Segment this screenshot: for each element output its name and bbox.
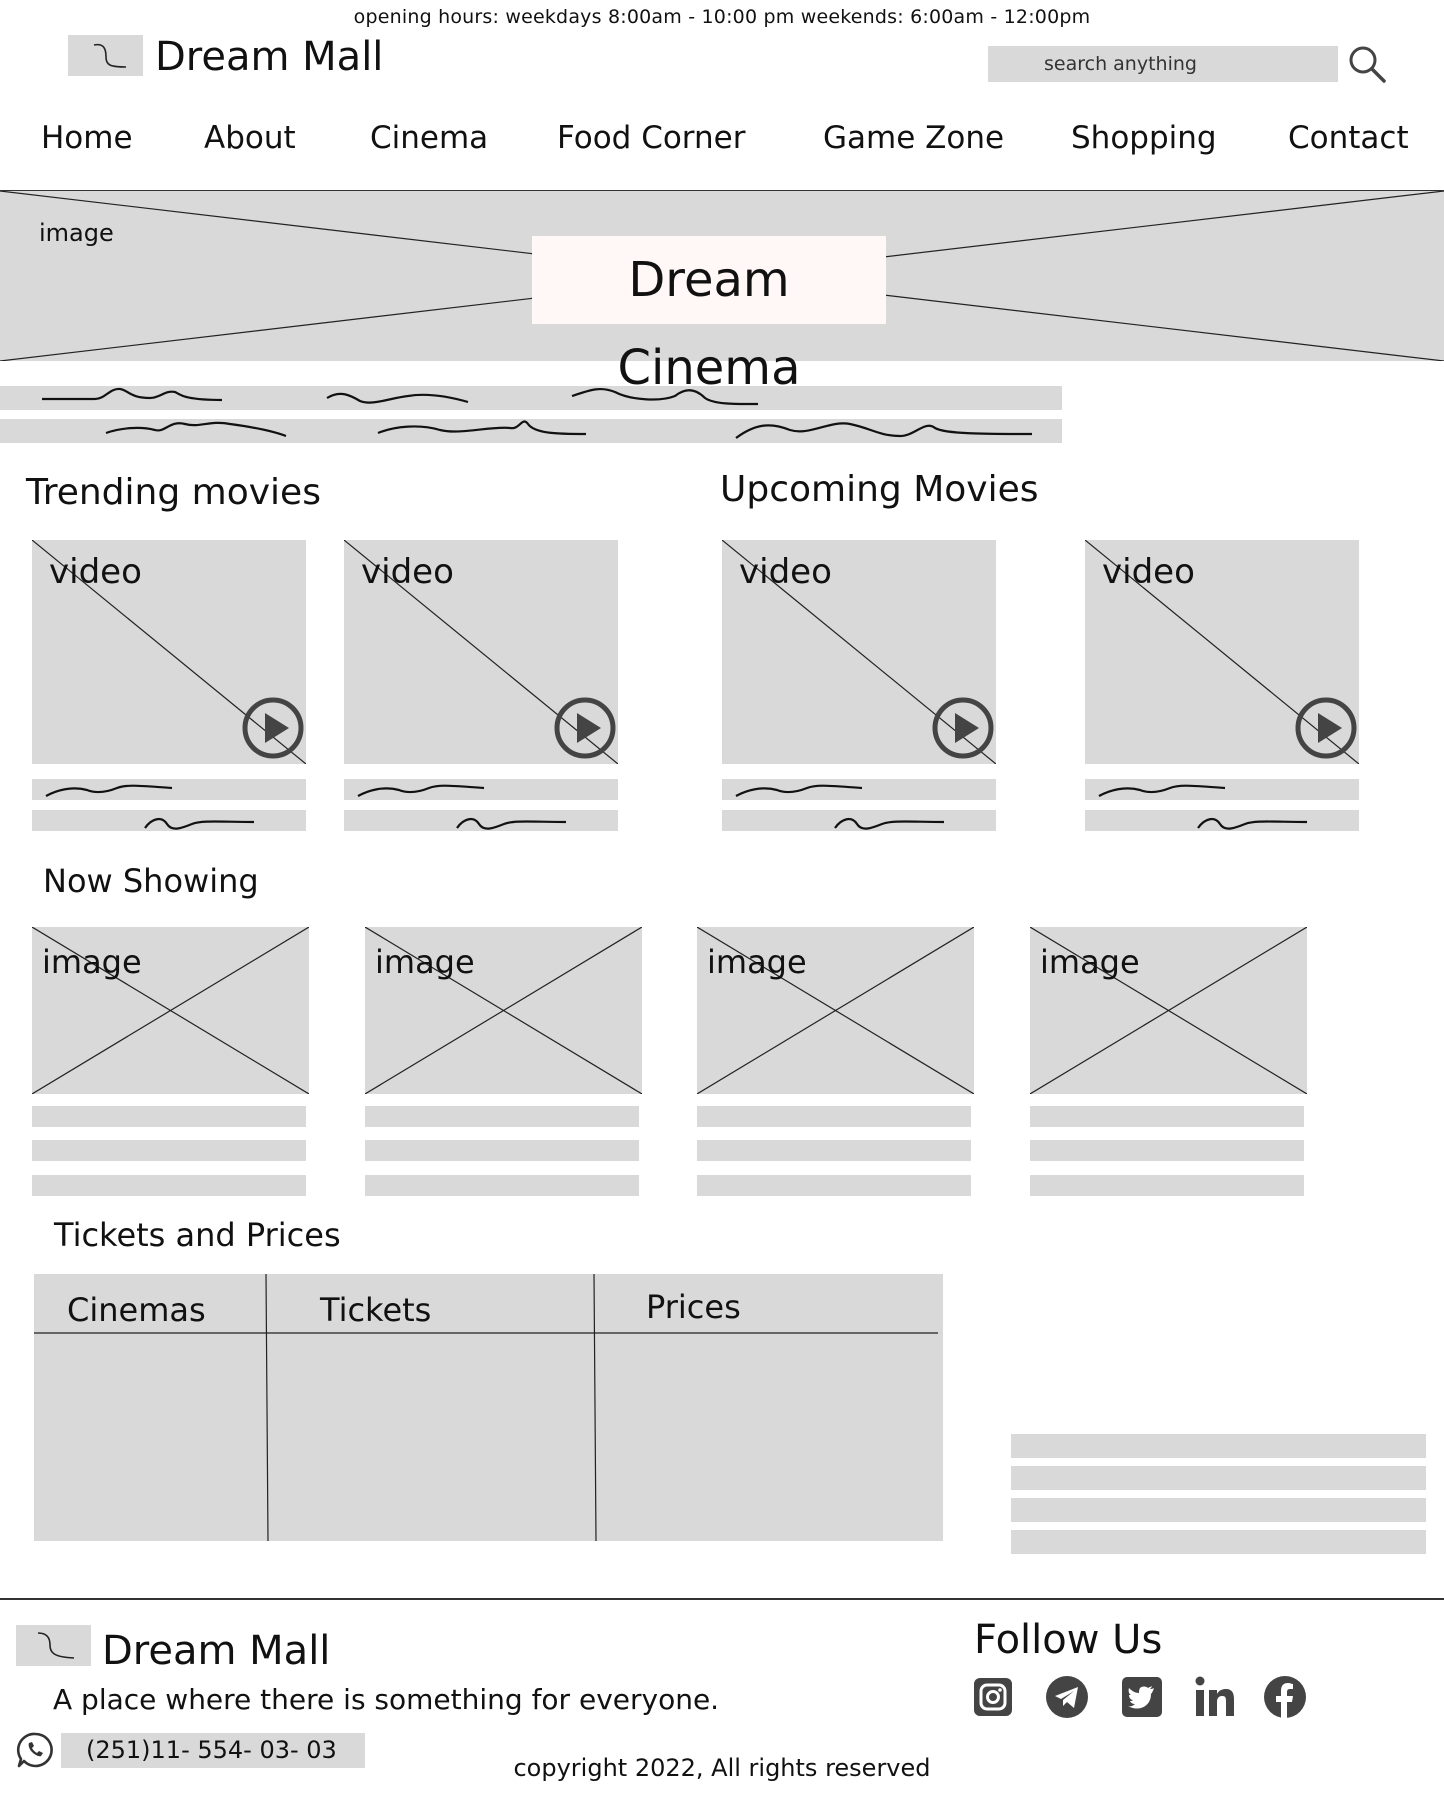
now-showing-card[interactable]: image (1030, 927, 1307, 1094)
video-label: video (361, 552, 454, 592)
text-placeholder-line (1085, 779, 1359, 800)
video-label: video (49, 552, 142, 592)
logo[interactable] (68, 35, 143, 76)
text-placeholder-line (1085, 810, 1359, 831)
text-placeholder-line (344, 779, 618, 800)
hero-title: Dream Cinema (532, 236, 886, 396)
now-showing-card[interactable]: image (697, 927, 974, 1094)
text-placeholder-line (0, 386, 1062, 410)
play-icon[interactable] (554, 697, 616, 759)
text-placeholder-line (1011, 1498, 1426, 1522)
opening-hours: opening hours: weekdays 8:00am - 10:00 p… (353, 6, 1091, 28)
nav-cinema[interactable]: Cinema (370, 120, 489, 156)
text-placeholder-line (1030, 1140, 1304, 1161)
text-placeholder-line (722, 810, 996, 831)
image-placeholder-cross (1030, 927, 1307, 1094)
instagram-icon[interactable] (971, 1675, 1015, 1719)
now-showing-card[interactable]: image (32, 927, 309, 1094)
play-icon[interactable] (242, 697, 304, 759)
trending-heading: Trending movies (26, 472, 321, 513)
image-placeholder-cross (365, 927, 642, 1094)
video-placeholder-line (722, 540, 996, 764)
trending-video-card[interactable]: video (344, 540, 618, 764)
text-placeholder-line (32, 810, 306, 831)
text-placeholder-line (1030, 1175, 1304, 1196)
text-placeholder-line (365, 1140, 639, 1161)
video-label: video (739, 552, 832, 592)
tickets-heading: Tickets and Prices (54, 1216, 341, 1254)
text-placeholder-line (365, 1106, 639, 1127)
copyright-text: copyright 2022, All rights reserved (513, 1754, 931, 1782)
column-header-cinemas: Cinemas (67, 1291, 206, 1329)
text-placeholder-line (722, 779, 996, 800)
search-icon[interactable] (1347, 44, 1387, 84)
linkedin-icon[interactable] (1193, 1675, 1237, 1719)
image-placeholder-cross (697, 927, 974, 1094)
text-placeholder-line (365, 1175, 639, 1196)
text-placeholder-line (344, 810, 618, 831)
logo-icon (93, 43, 127, 68)
follow-us-heading: Follow Us (974, 1617, 1163, 1663)
nav-contact[interactable]: Contact (1288, 120, 1409, 156)
hero-image-label: image (39, 219, 114, 247)
nav-food-corner[interactable]: Food Corner (557, 120, 746, 156)
whatsapp-icon[interactable] (16, 1731, 54, 1769)
image-placeholder-cross (32, 927, 309, 1094)
logo-icon (37, 1632, 75, 1659)
text-placeholder-line (697, 1175, 971, 1196)
tickets-table: Cinemas Tickets Prices (34, 1274, 943, 1541)
trending-video-card[interactable]: video (32, 540, 306, 764)
video-placeholder-line (32, 540, 306, 764)
column-header-tickets: Tickets (320, 1291, 432, 1329)
nav-about[interactable]: About (204, 120, 296, 156)
facebook-icon[interactable] (1263, 1675, 1307, 1719)
footer-brand-name: Dream Mall (102, 1628, 331, 1674)
nav-divider (0, 190, 1444, 192)
text-placeholder-line (32, 1175, 306, 1196)
video-placeholder-line (1085, 540, 1359, 764)
text-placeholder-line (32, 1106, 306, 1127)
twitter-icon[interactable] (1120, 1675, 1164, 1719)
text-placeholder-line (1011, 1466, 1426, 1490)
text-placeholder-line (32, 779, 306, 800)
text-placeholder-line (1030, 1106, 1304, 1127)
now-showing-heading: Now Showing (43, 862, 259, 900)
now-showing-card[interactable]: image (365, 927, 642, 1094)
text-placeholder-line (697, 1140, 971, 1161)
image-label: image (375, 943, 475, 981)
image-label: image (42, 943, 142, 981)
text-placeholder-line (697, 1106, 971, 1127)
footer-divider (0, 1598, 1444, 1600)
play-icon[interactable] (1295, 697, 1357, 759)
text-placeholder-line (1011, 1530, 1426, 1554)
squiggle-text (45, 784, 1308, 830)
video-placeholder-line (344, 540, 618, 764)
table-grid-lines (34, 1274, 938, 1541)
text-placeholder-line (32, 1140, 306, 1161)
video-label: video (1102, 552, 1195, 592)
upcoming-video-card[interactable]: video (722, 540, 996, 764)
upcoming-heading: Upcoming Movies (720, 469, 1039, 510)
image-label: image (707, 943, 807, 981)
play-icon[interactable] (932, 697, 994, 759)
telegram-icon[interactable] (1045, 1675, 1089, 1719)
nav-home[interactable]: Home (41, 120, 133, 156)
phone-number[interactable]: (251)11- 554- 03- 03 (61, 1733, 365, 1768)
column-header-prices: Prices (646, 1288, 741, 1326)
text-placeholder-line (1011, 1434, 1426, 1458)
image-label: image (1040, 943, 1140, 981)
footer-logo[interactable] (16, 1625, 91, 1666)
search-input[interactable] (988, 46, 1338, 82)
brand-name: Dream Mall (155, 34, 384, 80)
footer-tagline: A place where there is something for eve… (53, 1683, 720, 1716)
upcoming-video-card[interactable]: video (1085, 540, 1359, 764)
squiggle-text (42, 387, 1033, 439)
nav-game-zone[interactable]: Game Zone (823, 120, 1005, 156)
nav-shopping[interactable]: Shopping (1071, 120, 1217, 156)
